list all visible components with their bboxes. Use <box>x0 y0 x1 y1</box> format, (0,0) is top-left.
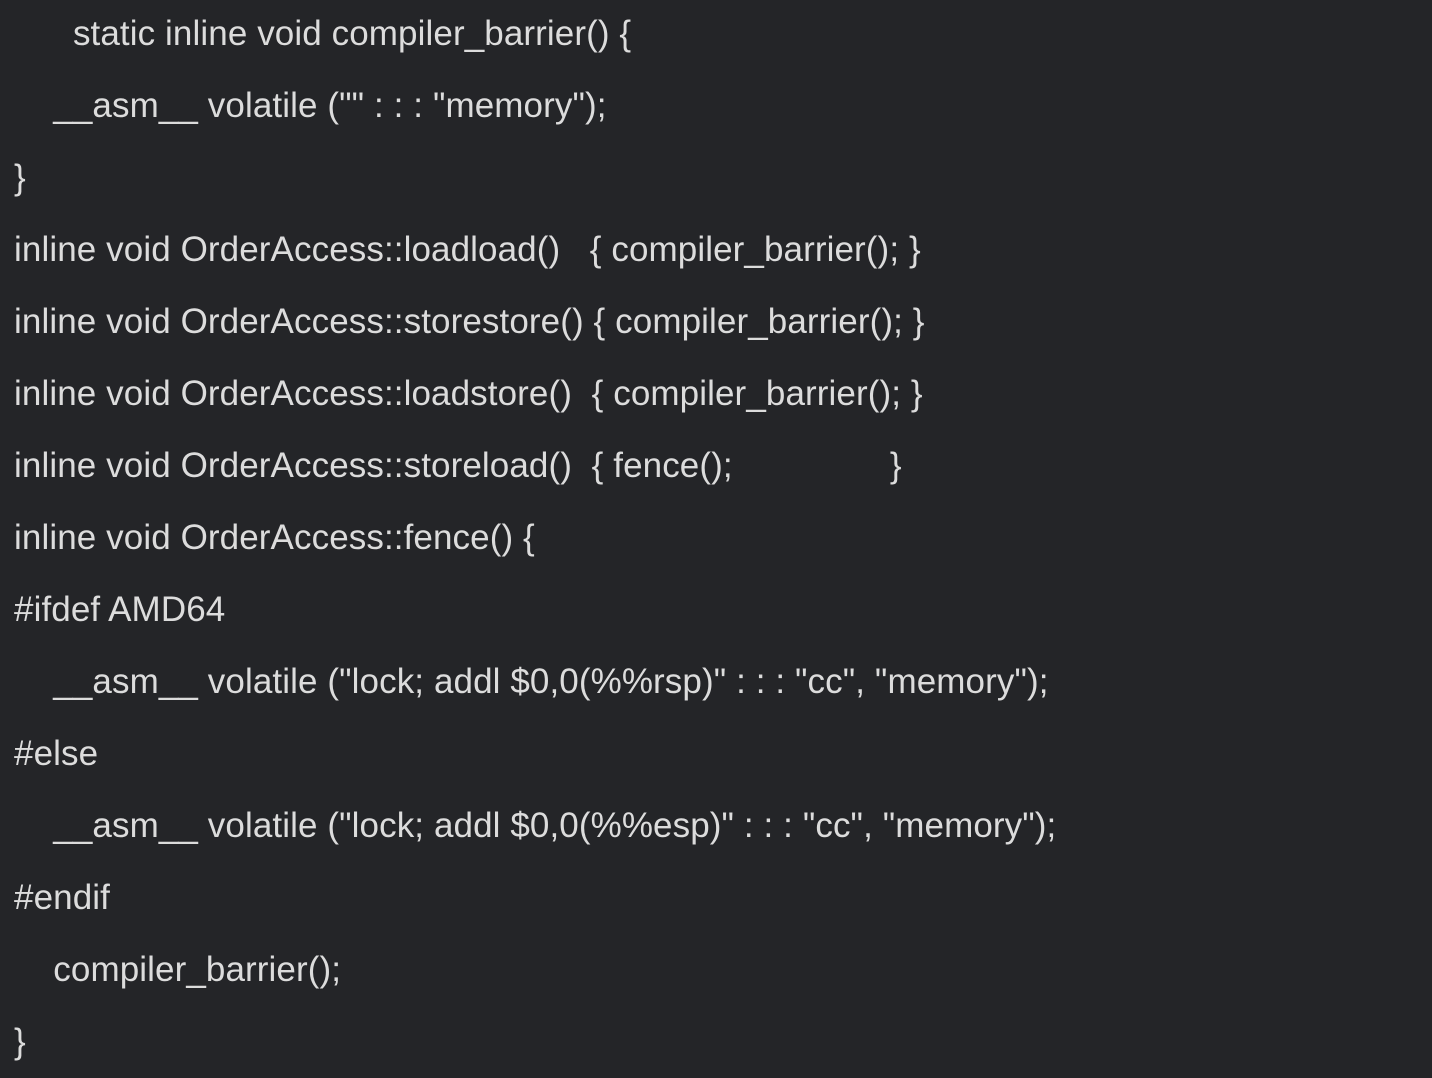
code-line-12: __asm__ volatile ("lock; addl $0,0(%%esp… <box>14 806 1057 845</box>
code-line-2: __asm__ volatile ("" : : : "memory"); <box>14 86 607 125</box>
code-line-1: static inline void compiler_barrier() { <box>14 14 632 53</box>
code-line-15: } <box>14 1022 26 1061</box>
code-line-10: __asm__ volatile ("lock; addl $0,0(%%rsp… <box>14 662 1049 701</box>
code-line-4: inline void OrderAccess::loadload() { co… <box>14 230 921 269</box>
code-line-11: #else <box>14 734 99 773</box>
code-line-3: } <box>14 158 26 197</box>
code-line-8: inline void OrderAccess::fence() { <box>14 518 535 557</box>
code-line-7: inline void OrderAccess::storeload() { f… <box>14 446 902 485</box>
code-line-5: inline void OrderAccess::storestore() { … <box>14 302 925 341</box>
code-line-9: #ifdef AMD64 <box>14 590 226 629</box>
code-line-13: #endif <box>14 878 110 917</box>
code-line-14: compiler_barrier(); <box>14 950 342 989</box>
code-line-6: inline void OrderAccess::loadstore() { c… <box>14 374 923 413</box>
